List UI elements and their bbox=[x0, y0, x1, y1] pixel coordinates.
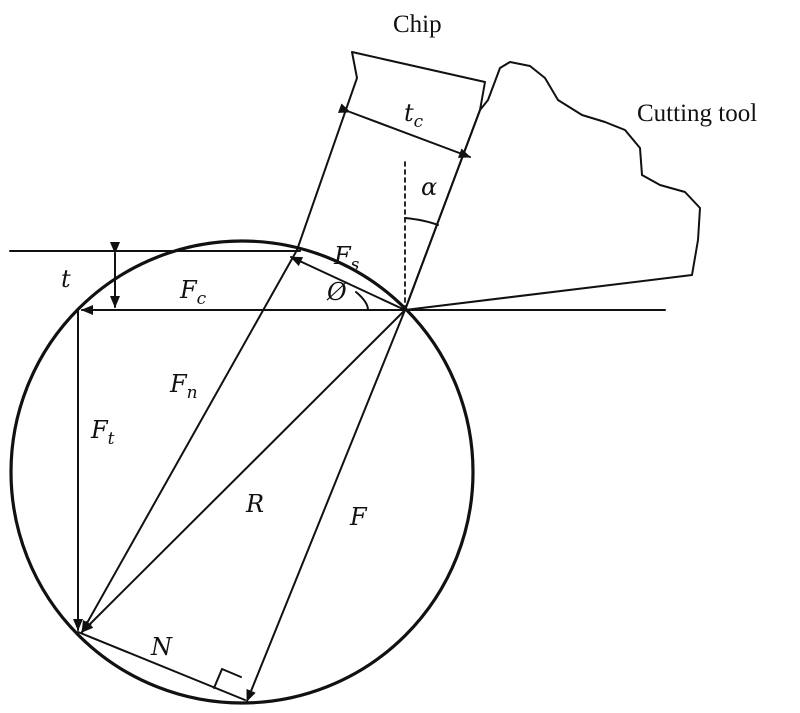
chip-label: Chip bbox=[393, 11, 442, 38]
t-label: t bbox=[61, 265, 71, 293]
tc-label: tc bbox=[404, 99, 424, 132]
alpha-label: α bbox=[421, 173, 437, 201]
fc-label: Fc bbox=[179, 276, 207, 309]
f-friction-force-arrow bbox=[246, 309, 406, 702]
merchant-circle bbox=[9, 239, 475, 705]
r-resultant-force-arrow bbox=[81, 309, 406, 633]
fs-shear-force-arrow bbox=[290, 256, 406, 311]
f-label: F bbox=[349, 503, 368, 531]
fn-label: Fn bbox=[169, 370, 198, 403]
fs-label: Fs bbox=[333, 242, 360, 275]
chip-thickness-arrow bbox=[337, 103, 471, 158]
cutting-tool-outline bbox=[404, 61, 701, 311]
chip-outline bbox=[296, 51, 486, 311]
fn-normal-shear-force-arrow bbox=[81, 249, 298, 633]
phi-label: Ø bbox=[326, 278, 348, 306]
shear-angle-arc bbox=[355, 291, 369, 311]
rake-angle-arc bbox=[404, 217, 439, 226]
n-label: N bbox=[150, 633, 173, 661]
r-label: R bbox=[245, 490, 264, 518]
n-normal-force-line bbox=[77, 631, 246, 701]
ft-label: Ft bbox=[90, 416, 115, 449]
cutting-tool-label: Cutting tool bbox=[637, 100, 757, 127]
right-angle-marker bbox=[213, 668, 242, 689]
